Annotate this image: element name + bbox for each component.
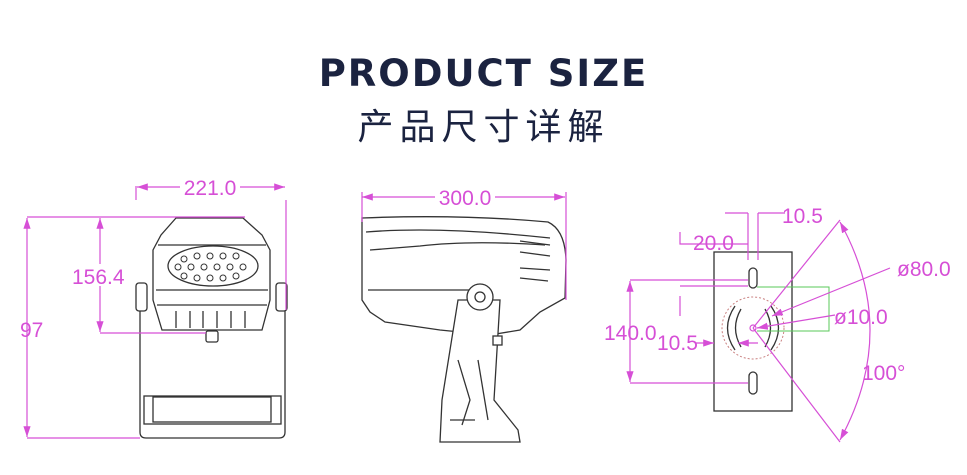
lamp-height-label: 156.4 — [72, 266, 125, 289]
side-view: 300.0 — [361, 186, 567, 443]
front-lamp-drawing — [135, 217, 288, 439]
angle-line-top — [752, 219, 841, 329]
total-height-label: 97 — [20, 319, 43, 342]
slot-width-label: 10.5 — [782, 205, 823, 228]
front-view: 221.0 97 156.4 — [20, 176, 288, 439]
side-lamp-drawing — [361, 216, 567, 443]
length-label: 300.0 — [439, 187, 492, 210]
front-extension-lines — [27, 186, 287, 439]
green-guide — [757, 286, 830, 332]
circle-diameter-label: ø80.0 — [897, 258, 951, 281]
arc-slot-width-label: 10.5 — [657, 332, 698, 355]
hole-spacing-label: 140.0 — [604, 322, 657, 345]
title-english: PRODUCT SIZE — [318, 52, 649, 95]
angle-arc — [839, 221, 871, 441]
bracket-view: 10.5 20.0 140.0 10.5 ø80.0 ø10.0 100° — [604, 205, 951, 443]
width-dimension-label: 221.0 — [184, 177, 237, 200]
slot-offset-label: 20.0 — [693, 232, 734, 255]
rotation-angle-label: 100° — [862, 362, 905, 385]
center-hole-diameter-label: ø10.0 — [834, 306, 888, 329]
angle-line-bottom — [752, 327, 841, 443]
title-chinese: 产品尺寸详解 — [357, 107, 610, 148]
